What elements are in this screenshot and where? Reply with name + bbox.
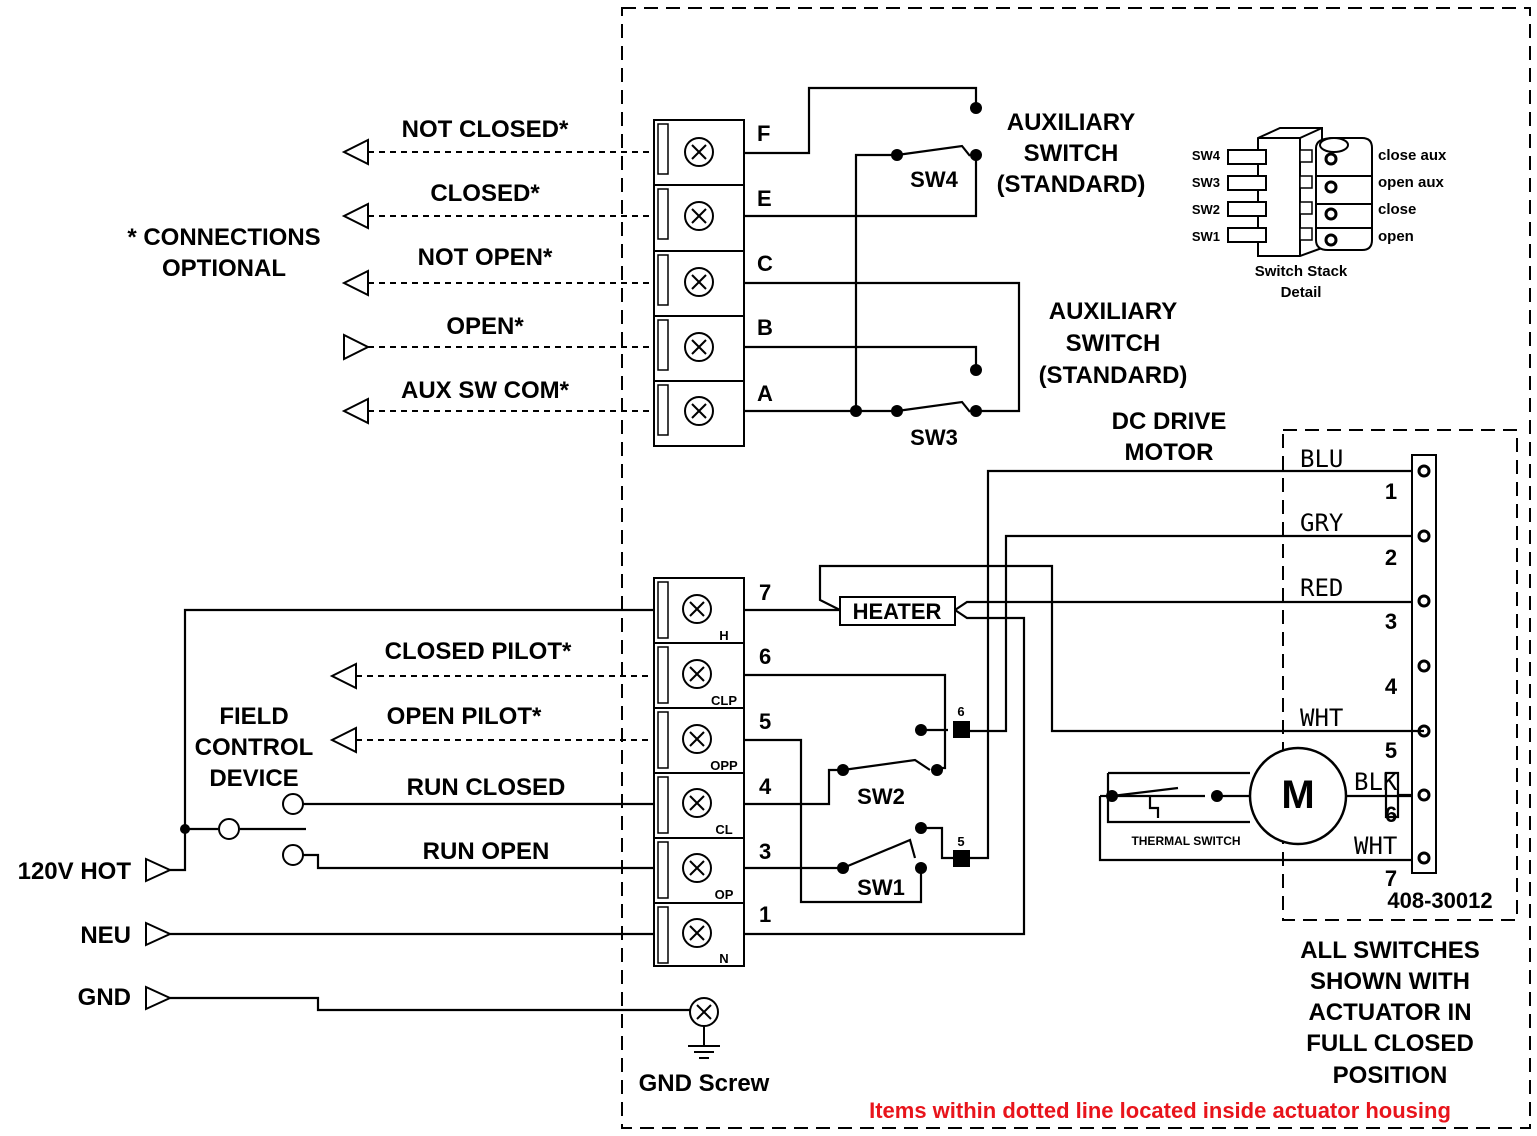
gnd-screw-label: GND Screw [639,1070,770,1097]
optional-signal-lines [341,138,655,425]
internal-wiring [744,469,1424,936]
signal-not-open: NOT OPEN* [418,244,553,271]
signal-closed-pilot: CLOSED PILOT* [385,638,572,665]
stack-caption-line1: Switch Stack [1255,263,1348,280]
sw2-label: SW2 [857,784,905,809]
heater-label: HEATER [853,599,942,624]
motor-part-number: 408-30012 [1387,888,1492,913]
motor-terminal-5: 5 [1385,738,1397,763]
terminal-sub-OP: OP [715,887,734,902]
aux-switch-lower-line3: (STANDARD) [1039,362,1188,389]
power-120v-hot: 120V HOT [18,858,132,885]
terminal-num-7: 7 [759,580,771,605]
motor-symbol: M [1281,773,1314,817]
motor-terminal-4: 4 [1385,674,1398,699]
field-wiring [145,608,720,1059]
optional-note-line2: OPTIONAL [162,255,286,282]
terminal-A-label: A [757,381,773,406]
terminal-num-4: 4 [759,774,772,799]
terminal-F-label: F [757,121,770,146]
terminal-strip-top [653,119,745,447]
signal-open-pilot: OPEN PILOT* [387,703,542,730]
sw1-label: SW1 [857,875,905,900]
stack-close-aux: close aux [1378,147,1447,164]
motor-terminal-3: 3 [1385,609,1397,634]
terminal-E-label: E [757,186,772,211]
stack-sw3: SW3 [1192,175,1220,190]
switches-note-line4: FULL CLOSED [1306,1030,1474,1057]
signal-not-closed: NOT CLOSED* [402,116,569,143]
field-device-line3: DEVICE [209,765,298,792]
switches-note-line2: SHOWN WITH [1310,968,1470,995]
terminal-num-1: 1 [759,902,771,927]
field-device-line1: FIELD [219,703,288,730]
motor-label-line2: MOTOR [1125,439,1214,466]
stack-sw4: SW4 [1192,148,1221,163]
motor-label-line1: DC DRIVE [1112,408,1227,435]
stack-sw2: SW2 [1192,202,1220,217]
power-gnd: GND [78,984,131,1011]
housing-note: Items within dotted line located inside … [869,1098,1451,1123]
stack-caption-line2: Detail [1281,284,1322,301]
aux-switch-upper-line1: AUXILIARY [1007,109,1135,136]
stack-open-aux: open aux [1378,174,1445,191]
sw4-label: SW4 [910,167,958,192]
terminal-sub-N: N [719,951,728,966]
wire-color-wht-2: WHT [1354,832,1397,860]
terminal-B-label: B [757,315,773,340]
thermal-switch-label: THERMAL SWITCH [1131,834,1240,848]
aux-switch-lower-line1: AUXILIARY [1049,298,1177,325]
signal-run-closed: RUN CLOSED [407,774,566,801]
terminal-sub-CL: CL [715,822,732,837]
aux-switch-upper-line3: (STANDARD) [997,171,1146,198]
aux-switch-sw4-wiring [744,86,982,411]
wire-color-gry: GRY [1300,509,1344,537]
optional-note-line1: * CONNECTIONS [127,224,320,251]
actuator-housing-boundary [621,7,1531,1129]
junction-6-label: 6 [957,704,964,719]
motor-terminal-strip [1411,454,1437,874]
stack-open: open [1378,228,1414,245]
motor-terminal-6: 6 [1385,802,1397,827]
terminal-sub-H: H [719,628,728,643]
motor-circuit [1098,746,1412,862]
signal-open: OPEN* [446,313,524,340]
wire-color-red: RED [1300,574,1343,602]
terminal-C-label: C [757,251,773,276]
terminal-strip-bottom [653,577,745,967]
terminal-num-6: 6 [759,644,771,669]
aux-switch-sw3-wiring [744,281,1021,417]
signal-aux-sw-com: AUX SW COM* [401,377,570,404]
terminal-num-3: 3 [759,839,771,864]
aux-switch-upper-line2: SWITCH [1024,140,1119,167]
switches-note-line1: ALL SWITCHES [1300,937,1480,964]
motor-terminal-2: 2 [1385,545,1397,570]
wire-color-blu: BLU [1300,445,1343,473]
motor-terminal-7: 7 [1385,866,1397,891]
aux-switch-lower-line2: SWITCH [1066,330,1161,357]
switch-stack-detail [1227,127,1373,257]
signal-run-open: RUN OPEN [423,838,550,865]
switches-note-line3: ACTUATOR IN [1308,999,1471,1026]
terminal-sub-OPP: OPP [710,758,738,773]
motor-terminal-1: 1 [1385,479,1397,504]
field-device-line2: CONTROL [195,734,314,761]
stack-sw1: SW1 [1192,229,1220,244]
sw3-label: SW3 [910,425,958,450]
switches-note-line5: POSITION [1333,1062,1448,1089]
junction-5-label: 5 [957,834,964,849]
terminal-num-5: 5 [759,709,771,734]
wire-color-wht: WHT [1300,704,1343,732]
signal-closed: CLOSED* [430,180,540,207]
stack-close: close [1378,201,1416,218]
motor-housing-boundary [1282,429,1518,921]
power-neu: NEU [80,922,131,949]
terminal-sub-CLP: CLP [711,693,737,708]
